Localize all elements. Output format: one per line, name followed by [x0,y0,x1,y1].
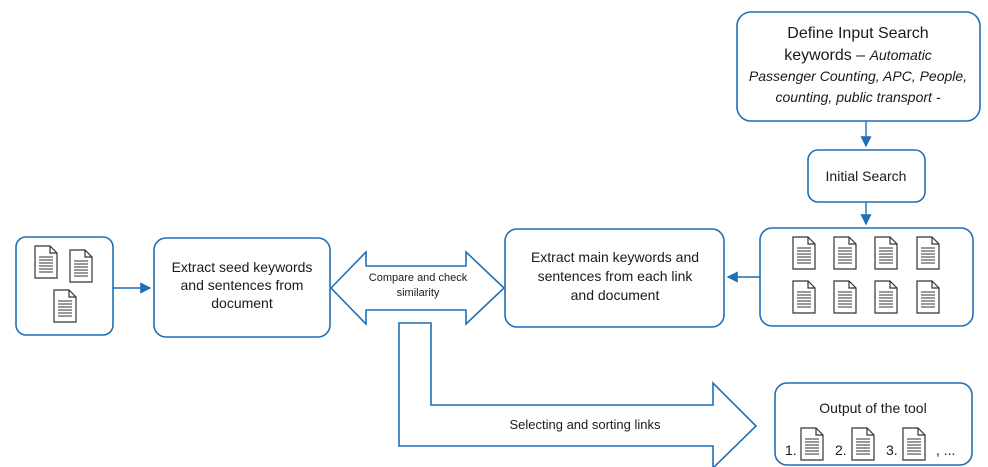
compare-line2: similarity [397,287,440,299]
seed-line2: and sentences from [181,277,304,293]
extract-seed-box: Extract seed keywords and sentences from… [153,237,331,338]
document-icon [792,280,816,314]
output-item3: 3. [886,442,898,458]
selecting-label: Selecting and sorting links [509,417,661,432]
define-title-line1: Define Input Search [787,25,928,42]
document-icon [902,427,926,461]
define-keywords-part2: Passenger Counting, APC, People, [749,68,967,84]
output-box: Output of the tool 1. 2. 3. , ... [774,382,973,466]
define-keywords-part3: counting, public transport - [776,89,941,105]
define-keywords-part1: Automatic [869,47,932,63]
document-icon [874,236,898,270]
compare-arrow: Compare and check similarity [329,250,506,326]
selecting-arrow: Selecting and sorting links [398,322,758,467]
document-icon [874,280,898,314]
document-icon [916,280,940,314]
initial-search-label: Initial Search [826,168,907,184]
document-icon [851,427,875,461]
define-title-keywords-label: keywords – [784,47,869,64]
document-icon [916,236,940,270]
search-results-box [759,227,974,327]
document-icon [833,236,857,270]
seed-line1: Extract seed keywords [172,259,313,275]
seed-line3: document [211,295,273,311]
input-documents-box [15,236,114,336]
extract-main-box: Extract main keywords and sentences from… [504,228,725,328]
output-title: Output of the tool [819,400,926,416]
output-item1: 1. [785,442,797,458]
document-icon [792,236,816,270]
output-ellipsis: , ... [936,442,955,458]
initial-search-box: Initial Search [807,149,926,203]
main-line1: Extract main keywords and [531,249,699,265]
document-icon [833,280,857,314]
document-icon [800,427,824,461]
define-title-line2: keywords – Automatic [784,47,932,64]
compare-line1: Compare and check [369,272,468,284]
document-icon [34,245,58,279]
document-icon [69,249,93,283]
main-line2: sentences from each link [538,268,694,284]
main-line3: and document [571,287,660,303]
document-icon [53,289,77,323]
output-item2: 2. [835,442,847,458]
define-input-box: Define Input Search keywords – Automatic… [736,11,981,122]
